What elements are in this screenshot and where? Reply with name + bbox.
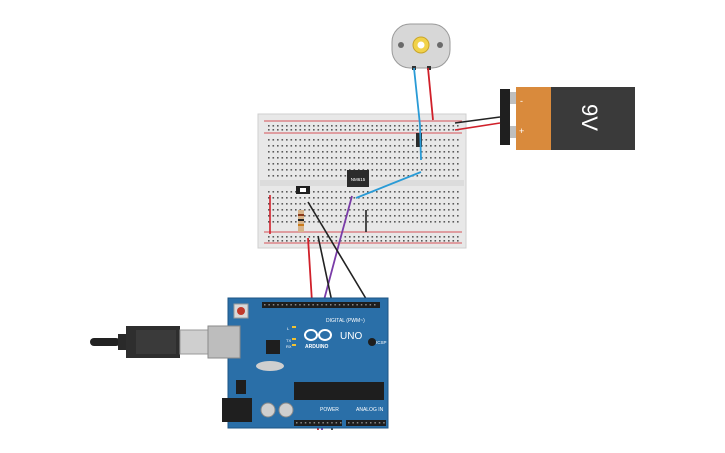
ic-chip-label: NM615 [351,177,366,182]
transistor-blue-wire[interactable] [355,171,422,199]
resistor[interactable] [298,210,304,232]
battery-9v[interactable]: - + 9V [500,87,635,150]
transistor[interactable] [416,133,422,147]
power-label: POWER [320,407,339,413]
capacitor-2 [278,402,294,418]
crystal [256,361,284,371]
digital-header [262,302,380,308]
analog-in-label: ANALOG IN [356,407,384,413]
arduino-logo: ARDUINO [304,329,332,350]
battery-minus-label: - [520,96,523,106]
arduino-pin-dots [264,304,385,424]
digital-pwm-label: DIGITAL (PWM~) [326,318,365,324]
icsp-header [368,338,376,346]
regulator [236,380,246,394]
capacitor-1 [260,402,276,418]
atmega-chip [294,382,384,400]
rx-label: RX [286,344,292,349]
motor-blue-wire[interactable] [413,67,422,161]
usb-port [207,325,241,359]
icsp-label: ICSP [376,340,387,345]
ic-chip[interactable]: NM615 [347,170,369,187]
l-led-label: L [287,326,290,331]
arduino-uno-board[interactable]: ICSP ARDUINO UNO DIGITAL (PWM~) POWER AN… [207,297,389,429]
power-jack [222,398,252,422]
pushbutton[interactable] [296,186,310,194]
breadboard-holes [268,125,459,242]
battery-plus-label: + [519,126,524,136]
usb-cable[interactable] [90,326,213,358]
black-ground-wire-1[interactable] [307,201,369,303]
arduino-model-label: UNO [340,331,362,342]
battery-body [551,87,635,150]
usb-chip [266,340,280,354]
battery-voltage-label: 9V [577,104,602,131]
battery-cap [516,87,554,150]
motor-red-wire[interactable] [427,67,434,121]
tx-label: TX [286,338,291,343]
battery-black-wire[interactable] [454,116,501,124]
battery-red-wire[interactable] [454,122,501,131]
dc-motor[interactable] [391,23,451,70]
arduino-logo-text: ARDUINO [305,344,328,350]
